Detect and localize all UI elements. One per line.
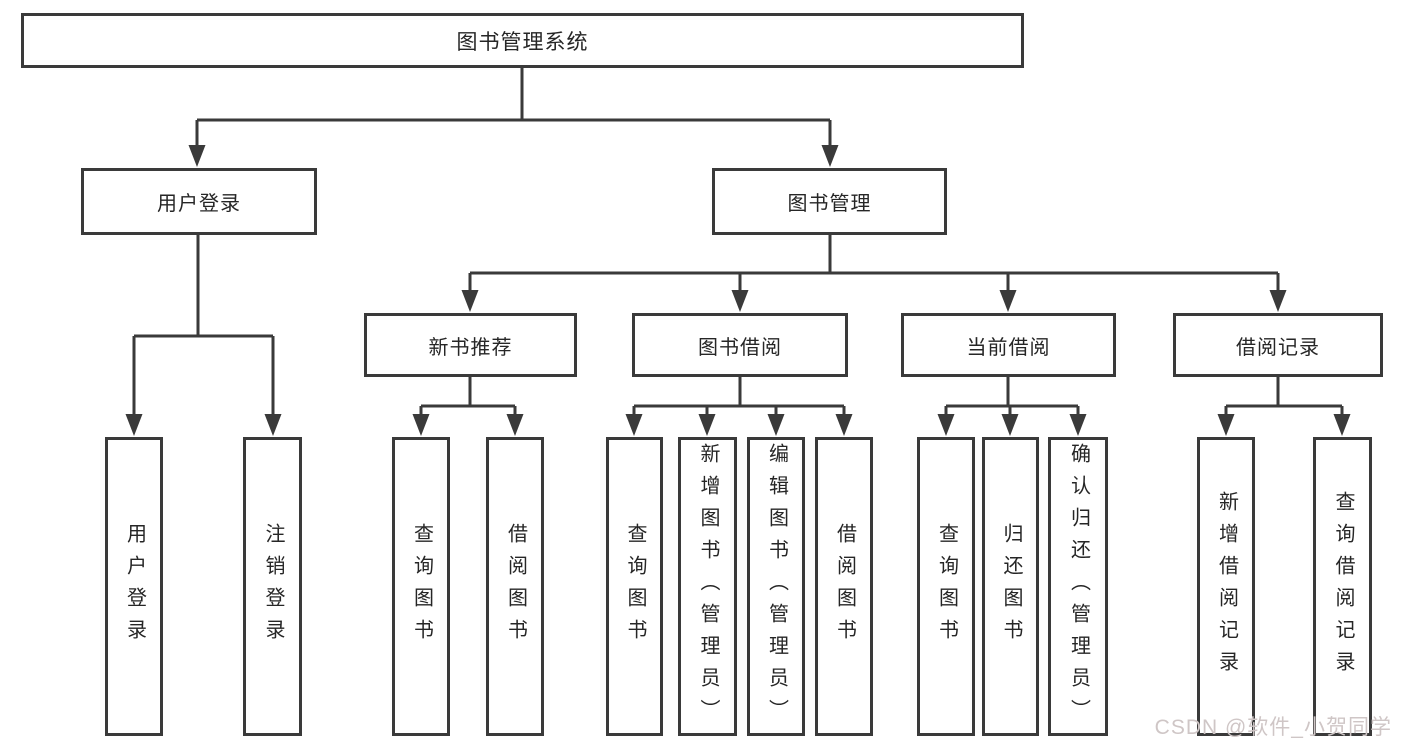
node-leaf-edit-book-admin: 编辑图书（管理员） bbox=[747, 437, 805, 736]
leaf-label: 新增图书（管理员） bbox=[697, 442, 719, 731]
node-leaf-add-borrow-record: 新增借阅记录 bbox=[1197, 437, 1255, 736]
node-leaf-query-borrow-record: 查询借阅记录 bbox=[1313, 437, 1372, 736]
leaf-label: 查询借阅记录 bbox=[1332, 490, 1354, 683]
node-current-borrowing: 当前借阅 bbox=[901, 313, 1116, 377]
connector-stems bbox=[132, 68, 1344, 421]
arrowheads bbox=[125, 145, 1351, 436]
watermark: CSDN @软件_小贺同学 bbox=[1154, 716, 1392, 739]
node-book-management: 图书管理 bbox=[712, 168, 947, 235]
leaf-label: 查询图书 bbox=[410, 522, 433, 651]
node-book-borrowing: 图书借阅 bbox=[632, 313, 848, 377]
node-new-book-recommend: 新书推荐 bbox=[364, 313, 577, 377]
leaf-label: 注销登录 bbox=[262, 522, 284, 651]
leaf-label: 查询图书 bbox=[935, 522, 958, 651]
node-leaf-return-book: 归还图书 bbox=[982, 437, 1039, 736]
leaf-label: 查询图书 bbox=[624, 522, 646, 651]
leaf-label: 编辑图书（管理员） bbox=[765, 442, 788, 731]
node-leaf-query-book-borrowing: 查询图书 bbox=[606, 437, 663, 736]
leaf-label: 确认归还（管理员） bbox=[1067, 442, 1090, 731]
node-user-login: 用户登录 bbox=[81, 168, 317, 235]
node-leaf-user-login: 用户登录 bbox=[105, 437, 163, 736]
node-leaf-borrow-book: 借阅图书 bbox=[815, 437, 873, 736]
node-leaf-borrow-book-recommend: 借阅图书 bbox=[486, 437, 544, 736]
node-borrowing-records: 借阅记录 bbox=[1173, 313, 1383, 377]
node-leaf-confirm-return-admin: 确认归还（管理员） bbox=[1048, 437, 1108, 736]
leaf-label: 归还图书 bbox=[1000, 522, 1022, 651]
node-leaf-logout: 注销登录 bbox=[243, 437, 302, 736]
leaf-label: 用户登录 bbox=[123, 522, 146, 651]
node-leaf-query-book-recommend: 查询图书 bbox=[392, 437, 450, 736]
leaf-label: 借阅图书 bbox=[504, 522, 527, 651]
node-library-management-system: 图书管理系统 bbox=[21, 13, 1024, 68]
node-leaf-add-book-admin: 新增图书（管理员） bbox=[678, 437, 737, 736]
node-leaf-query-book-current: 查询图书 bbox=[917, 437, 975, 736]
leaf-label: 新增借阅记录 bbox=[1215, 490, 1238, 683]
leaf-label: 借阅图书 bbox=[833, 522, 856, 651]
